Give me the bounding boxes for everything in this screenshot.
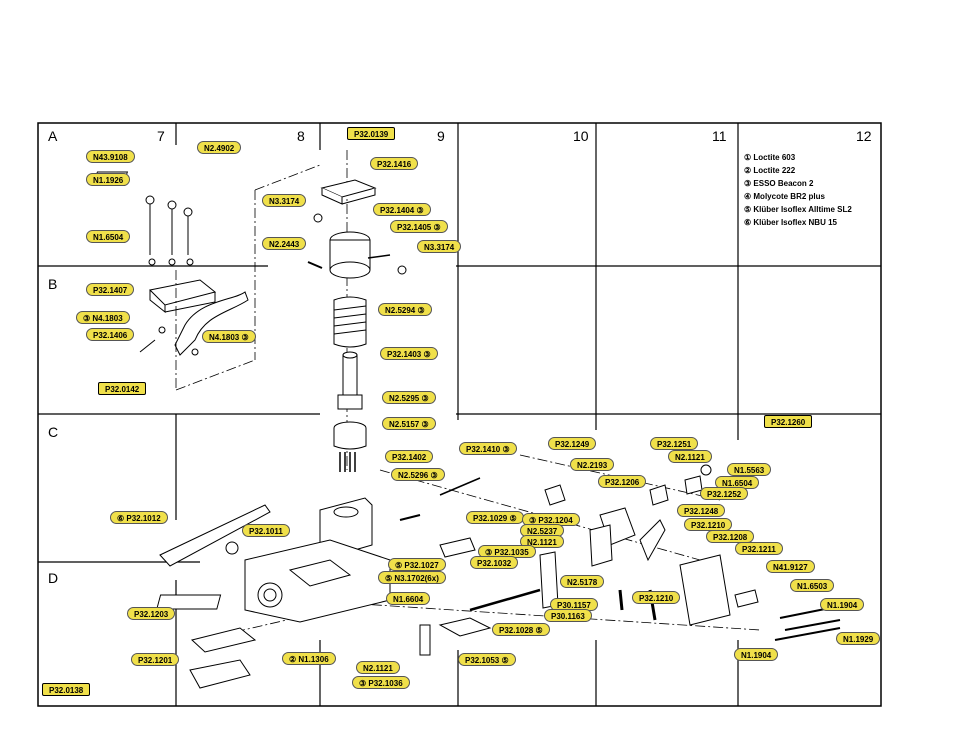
part-label[interactable]: N3.3174 bbox=[417, 240, 462, 253]
part-label[interactable]: P32.1405 ③ bbox=[390, 220, 448, 233]
column-label: 11 bbox=[712, 128, 727, 144]
column-label: 10 bbox=[573, 128, 589, 144]
part-label[interactable]: P32.1251 bbox=[650, 437, 699, 450]
part-label[interactable]: P32.1416 bbox=[370, 157, 419, 170]
part-label[interactable]: P32.1260 bbox=[764, 415, 813, 428]
part-label[interactable]: P32.1029 ⑤ bbox=[466, 511, 524, 524]
row-label: D bbox=[48, 570, 59, 586]
part-label[interactable]: P32.1404 ③ bbox=[373, 203, 431, 216]
column-label: 7 bbox=[157, 128, 165, 144]
part-label[interactable]: P32.1201 bbox=[131, 653, 180, 666]
part-label[interactable]: N2.1121 bbox=[356, 661, 400, 674]
part-label[interactable]: P32.1032 bbox=[470, 556, 519, 569]
row-label: C bbox=[48, 424, 59, 440]
part-label[interactable]: P30.1163 bbox=[544, 609, 592, 622]
part-label[interactable]: P32.1252 bbox=[700, 487, 749, 500]
part-label[interactable]: N2.5157 ③ bbox=[382, 417, 436, 430]
part-label[interactable]: N3.3174 bbox=[262, 194, 307, 207]
part-label[interactable]: N2.1121 bbox=[520, 535, 564, 548]
part-label[interactable]: N2.2193 bbox=[570, 458, 615, 471]
part-label[interactable]: N2.5294 ③ bbox=[378, 303, 432, 316]
part-label[interactable]: N41.9127 bbox=[766, 560, 815, 573]
legend-item: ② Loctite 222 bbox=[744, 166, 796, 175]
column-label: 8 bbox=[297, 128, 305, 144]
part-label[interactable]: N4.1803 ③ bbox=[202, 330, 256, 343]
part-label[interactable]: ⑤ N3.1702(6x) bbox=[378, 571, 446, 584]
part-label[interactable]: P32.1053 ⑤ bbox=[458, 653, 516, 666]
part-label[interactable]: P32.0139 bbox=[347, 127, 396, 140]
part-label[interactable]: N2.5296 ③ bbox=[391, 468, 445, 481]
part-label[interactable]: ③ P32.1036 bbox=[352, 676, 410, 689]
part-label[interactable]: P32.1406 bbox=[86, 328, 135, 341]
part-label[interactable]: N2.2443 bbox=[262, 237, 307, 250]
part-label[interactable]: P32.0142 bbox=[98, 382, 147, 395]
part-label[interactable]: N2.5178 bbox=[560, 575, 605, 588]
part-label[interactable]: P32.1403 ③ bbox=[380, 347, 438, 360]
part-label[interactable]: N1.6604 bbox=[386, 592, 431, 605]
part-label[interactable]: N1.1904 bbox=[820, 598, 865, 611]
part-label[interactable]: ⑤ P32.1027 bbox=[388, 558, 446, 571]
legend-item: ⑥ Klüber Isoflex NBU 15 bbox=[744, 218, 837, 227]
part-label[interactable]: N1.1929 bbox=[836, 632, 881, 645]
part-label[interactable]: P32.1402 bbox=[385, 450, 434, 463]
part-label[interactable]: N1.6504 bbox=[86, 230, 131, 243]
part-label[interactable]: P32.1210 bbox=[632, 591, 681, 604]
part-label[interactable]: P32.1249 bbox=[548, 437, 597, 450]
part-label[interactable]: P32.0138 bbox=[42, 683, 91, 696]
part-label[interactable]: N2.1121 bbox=[668, 450, 712, 463]
part-label[interactable]: N1.1926 bbox=[86, 173, 131, 186]
part-label[interactable]: P32.1211 bbox=[735, 542, 783, 555]
part-label[interactable]: P32.1208 bbox=[706, 530, 755, 543]
column-label: 12 bbox=[856, 128, 872, 144]
part-label[interactable]: ⑥ P32.1012 bbox=[110, 511, 168, 524]
part-label[interactable]: N43.9108 bbox=[86, 150, 135, 163]
part-label[interactable]: P32.1206 bbox=[598, 475, 647, 488]
part-label[interactable]: ③ N4.1803 bbox=[76, 311, 130, 324]
row-label: B bbox=[48, 276, 58, 292]
part-label[interactable]: P32.1407 bbox=[86, 283, 135, 296]
part-label[interactable]: N2.5295 ③ bbox=[382, 391, 436, 404]
part-label[interactable]: P32.1410 ③ bbox=[459, 442, 517, 455]
part-label[interactable]: N1.5563 bbox=[727, 463, 772, 476]
legend-item: ⑤ Klüber Isoflex Alltime SL2 bbox=[744, 205, 852, 214]
legend-item: ① Loctite 603 bbox=[744, 153, 796, 162]
part-label[interactable]: N2.4902 bbox=[197, 141, 242, 154]
part-label[interactable]: P32.1203 bbox=[127, 607, 176, 620]
column-label: 9 bbox=[437, 128, 445, 144]
legend-item: ③ ESSO Beacon 2 bbox=[744, 179, 814, 188]
part-label[interactable]: N1.6503 bbox=[790, 579, 835, 592]
part-label[interactable]: P32.1248 bbox=[677, 504, 726, 517]
part-label[interactable]: P32.1028 ⑤ bbox=[492, 623, 550, 636]
row-label: A bbox=[48, 128, 58, 144]
part-label[interactable]: N1.1904 bbox=[734, 648, 779, 661]
part-label[interactable]: ② N1.1306 bbox=[282, 652, 336, 665]
part-label[interactable]: P32.1011 bbox=[242, 524, 290, 537]
legend-item: ④ Molycote BR2 plus bbox=[744, 192, 825, 201]
